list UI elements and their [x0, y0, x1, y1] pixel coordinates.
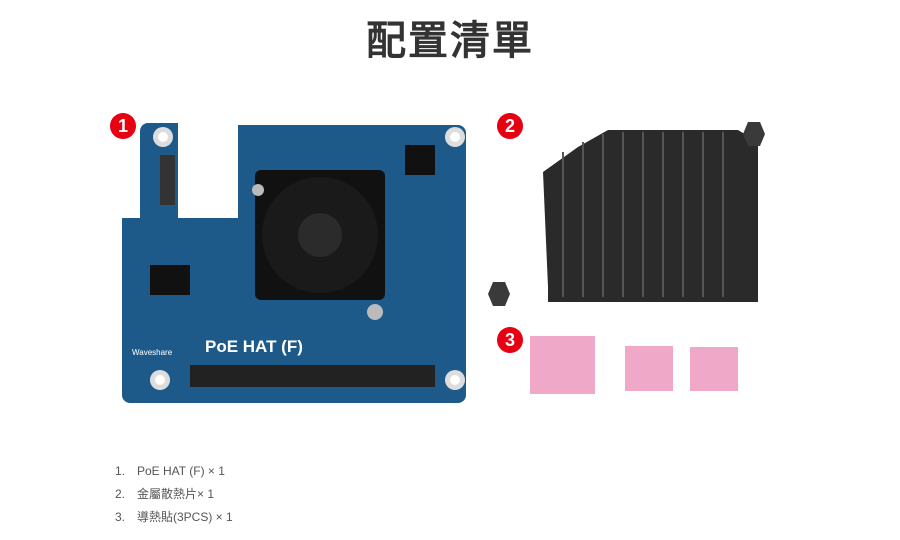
- list-item: 1. PoE HAT (F) × 1: [115, 460, 233, 483]
- item-number: 1.: [115, 464, 126, 478]
- item-text: 導熱貼(3PCS) × 1: [137, 510, 233, 524]
- item-text: 金屬散熱片× 1: [137, 487, 215, 501]
- thermal-pads-image: [530, 336, 738, 394]
- item-number: 3.: [115, 510, 126, 524]
- badge-2: 2: [497, 113, 523, 139]
- heatsink-image: [488, 122, 765, 306]
- board-label: PoE HAT (F): [205, 337, 303, 356]
- page-title: 配置清單: [366, 18, 534, 64]
- badge-1: 1: [110, 113, 136, 139]
- poe-hat-board-image: PoE HAT (F) Waveshare: [122, 123, 466, 403]
- badge-3: 3: [497, 327, 523, 353]
- list-item: 2. 金屬散熱片× 1: [115, 483, 233, 506]
- list-item: 3. 導熱貼(3PCS) × 1: [115, 506, 233, 529]
- item-text: PoE HAT (F) × 1: [137, 464, 225, 478]
- package-contents-list: 1. PoE HAT (F) × 1 2. 金屬散熱片× 1 3. 導熱貼(3PCS)…: [115, 460, 233, 529]
- board-brand: Waveshare: [132, 348, 173, 357]
- item-number: 2.: [115, 487, 126, 501]
